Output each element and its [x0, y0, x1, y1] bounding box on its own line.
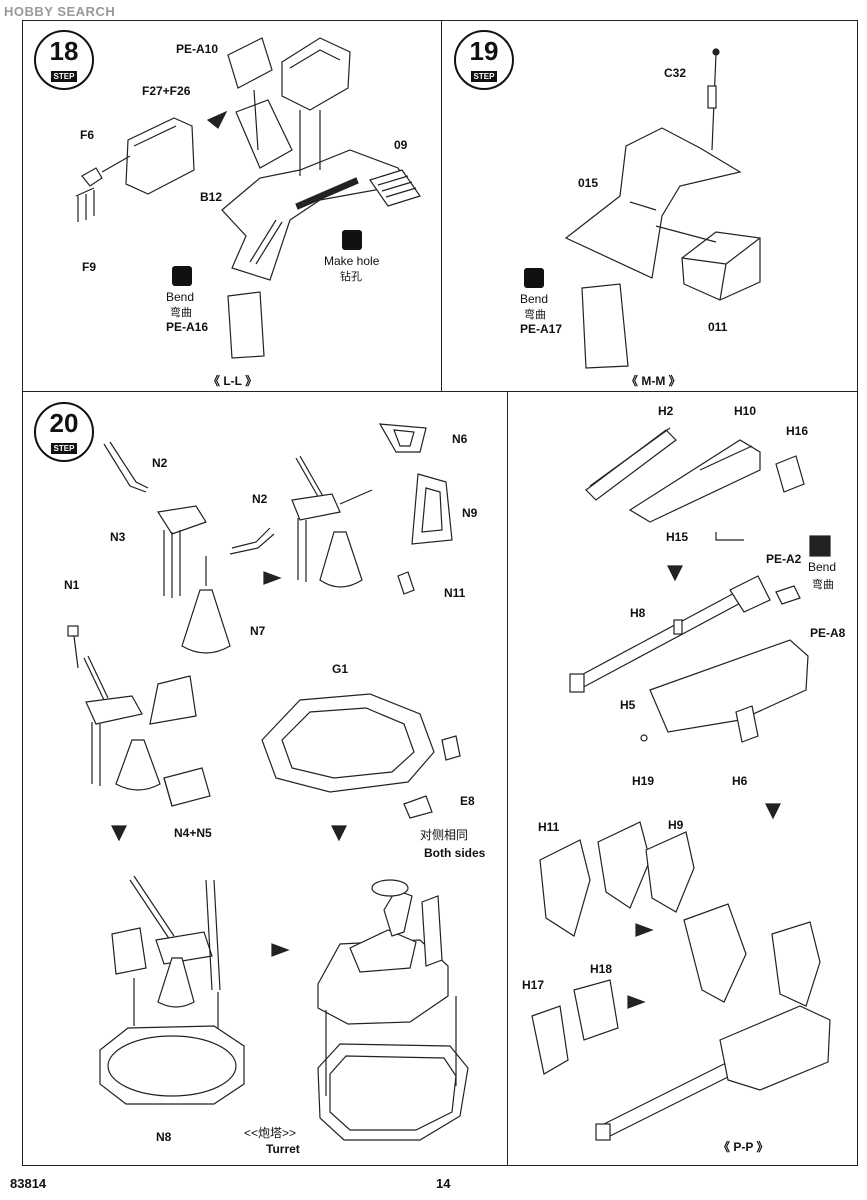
label-015: 015 — [578, 176, 599, 190]
label-h9: H9 — [668, 818, 684, 832]
label-09: 09 — [394, 138, 408, 152]
label-h19: H19 — [632, 774, 655, 788]
label-n2-mid: N2 — [252, 492, 268, 506]
label-e8: E8 — [460, 794, 475, 808]
step-number: 20 — [49, 408, 79, 438]
turret-en: Turret — [266, 1142, 300, 1156]
label-h17: H17 — [522, 978, 545, 992]
view-label-p-p: 《 P-P 》 — [718, 1140, 769, 1154]
label-pe-a8: PE-A8 — [810, 626, 846, 640]
label-n9: N9 — [462, 506, 478, 520]
label-h8: H8 — [630, 606, 646, 620]
make-hole-zh: 钻孔 — [340, 271, 362, 283]
view-label-l-l: 《 L-L 》 — [208, 374, 258, 388]
label-n11: N11 — [444, 586, 466, 600]
step-18-badge: 18 STEP — [34, 30, 94, 90]
page-number: 14 — [436, 1176, 451, 1191]
drill-icon — [342, 230, 362, 250]
p-p-panel — [507, 391, 858, 1166]
view-label-m-m: 《 M-M 》 — [626, 374, 681, 388]
step-20-badge: 20 STEP — [34, 402, 94, 462]
label-b12: B12 — [200, 190, 223, 204]
both-sides-zh: 对侧相同 — [420, 828, 469, 842]
bend-label: Bend — [166, 290, 195, 304]
both-sides-en: Both sides — [424, 846, 486, 860]
label-h16: H16 — [786, 424, 809, 438]
label-n2-top: N2 — [152, 456, 168, 470]
step-label: STEP — [50, 71, 78, 82]
label-011: 011 — [708, 320, 728, 334]
label-n7: N7 — [250, 624, 266, 638]
bend-icon — [172, 266, 192, 286]
label-n4-n5: N4+N5 — [174, 826, 212, 840]
bend-zh: 弯曲 — [524, 309, 546, 321]
label-f27-f26: F27+F26 — [142, 84, 191, 98]
label-n1: N1 — [64, 578, 80, 592]
label-n6: N6 — [452, 432, 468, 446]
step-label: STEP — [470, 71, 498, 82]
label-h18: H18 — [590, 962, 613, 976]
label-c32: C32 — [664, 66, 687, 80]
step-number: 18 — [49, 36, 79, 66]
bend-icon — [524, 268, 544, 288]
label-h10: H10 — [734, 404, 757, 418]
label-pe-a16: PE-A16 — [166, 320, 209, 334]
make-hole-label: Make hole — [324, 254, 380, 268]
label-h11: H11 — [538, 820, 560, 834]
label-h15: H15 — [666, 530, 689, 544]
bend-label: Bend — [520, 292, 549, 306]
label-n8: N8 — [156, 1130, 172, 1144]
bend-zh: 弯曲 — [812, 579, 834, 591]
watermark: HOBBY SEARCH — [4, 4, 116, 19]
turret-zh: <<炮塔>> — [244, 1126, 297, 1140]
label-pe-a17: PE-A17 — [520, 322, 563, 336]
bend-zh: 弯曲 — [170, 307, 192, 319]
label-f6: F6 — [80, 128, 95, 142]
label-g1: G1 — [332, 662, 349, 676]
step-19-badge: 19 STEP — [454, 30, 514, 90]
label-h2: H2 — [658, 404, 674, 418]
label-pe-a2: PE-A2 — [766, 552, 802, 566]
label-f9: F9 — [82, 260, 97, 274]
step-number: 19 — [469, 36, 499, 66]
product-code: 83814 — [10, 1176, 47, 1191]
label-h6: H6 — [732, 774, 748, 788]
label-n3: N3 — [110, 530, 126, 544]
label-pe-a10: PE-A10 — [176, 42, 219, 56]
bend-label: Bend — [808, 560, 837, 574]
step-label: STEP — [50, 443, 78, 454]
label-h5: H5 — [620, 698, 636, 712]
